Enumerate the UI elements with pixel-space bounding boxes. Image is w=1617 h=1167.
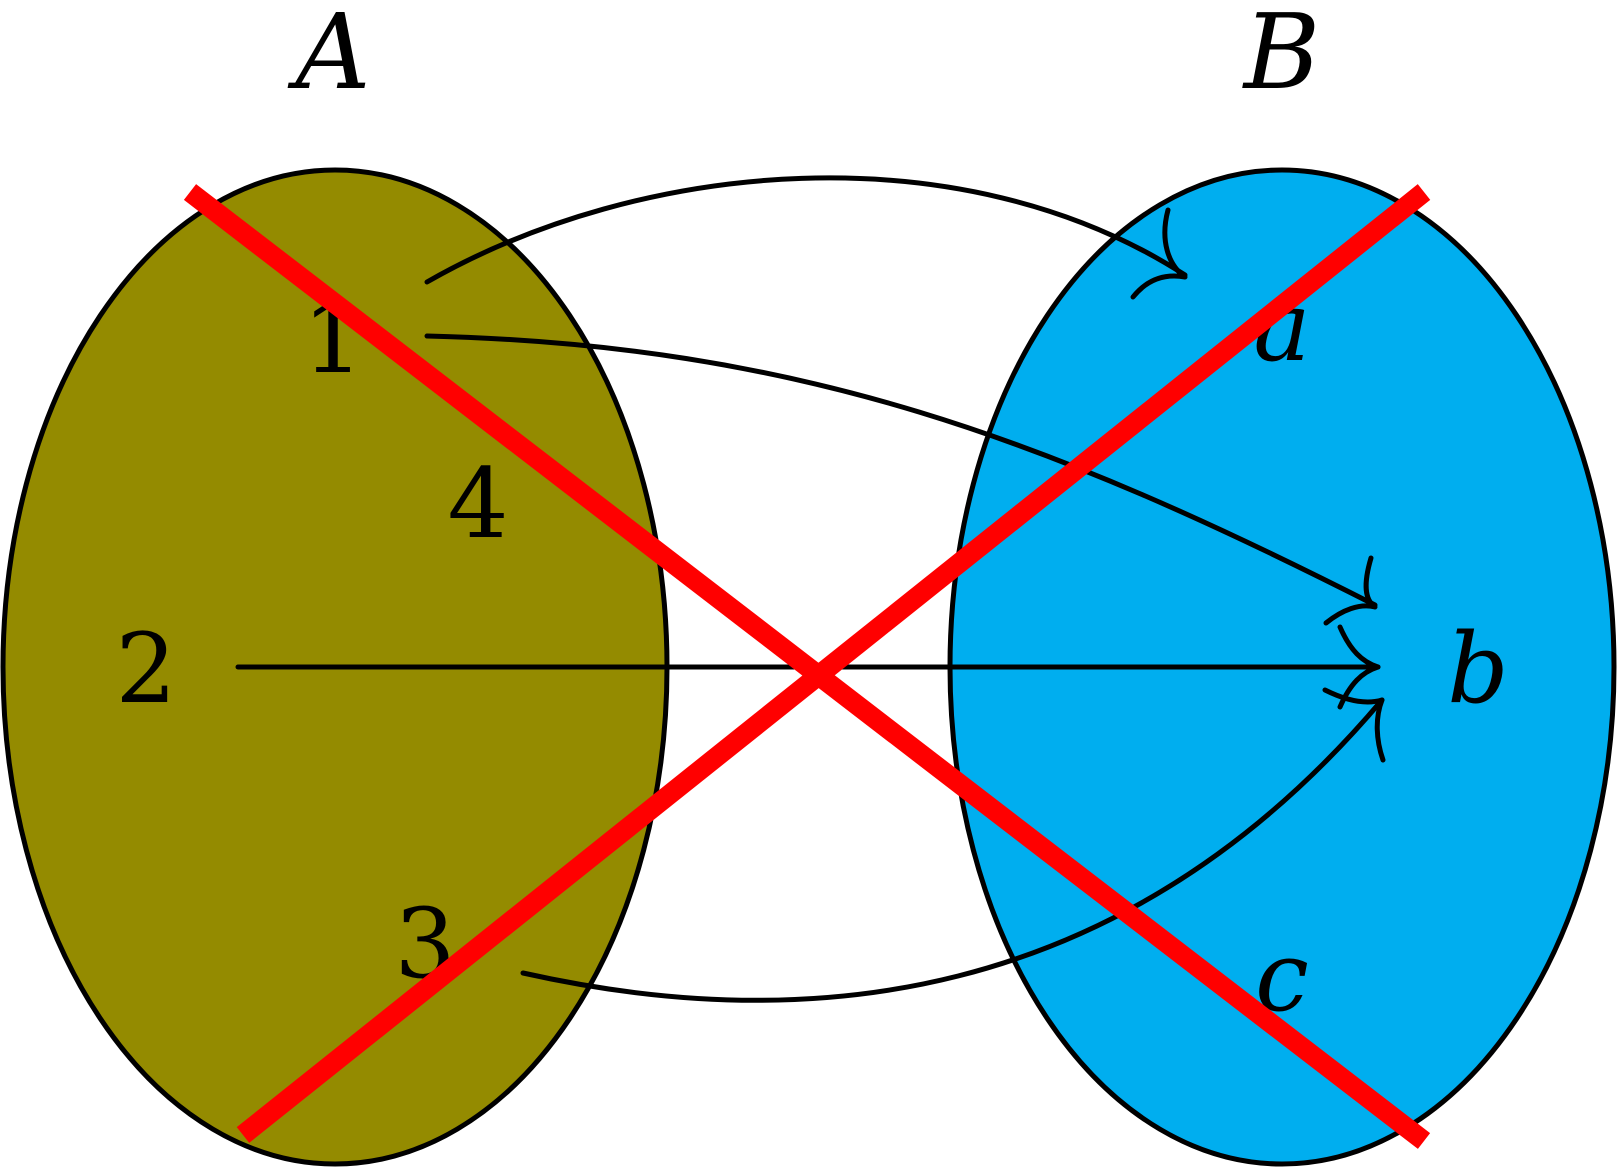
cross-out-line-right-to-left <box>236 184 1431 1143</box>
cross-out-line-left-to-right <box>183 184 1431 1149</box>
arrowhead-1-to-b <box>1323 555 1378 626</box>
set-a-title: A <box>287 0 370 113</box>
set-b-outline <box>947 167 1617 1167</box>
arrow-3-to-b <box>520 697 1385 1003</box>
element-2: 2 <box>115 613 176 725</box>
element-4: 4 <box>447 448 508 560</box>
arrowhead-3-to-b <box>1322 687 1386 763</box>
element-b: b <box>1447 613 1508 725</box>
arrow-1-to-a <box>424 175 1188 285</box>
arrowhead-1-to-a <box>1130 207 1188 300</box>
set-a-outline <box>0 167 670 1167</box>
arrowhead-2-to-b <box>1337 624 1381 710</box>
arrow-1-to-b <box>424 333 1378 608</box>
set-b-title: B <box>1242 0 1320 113</box>
